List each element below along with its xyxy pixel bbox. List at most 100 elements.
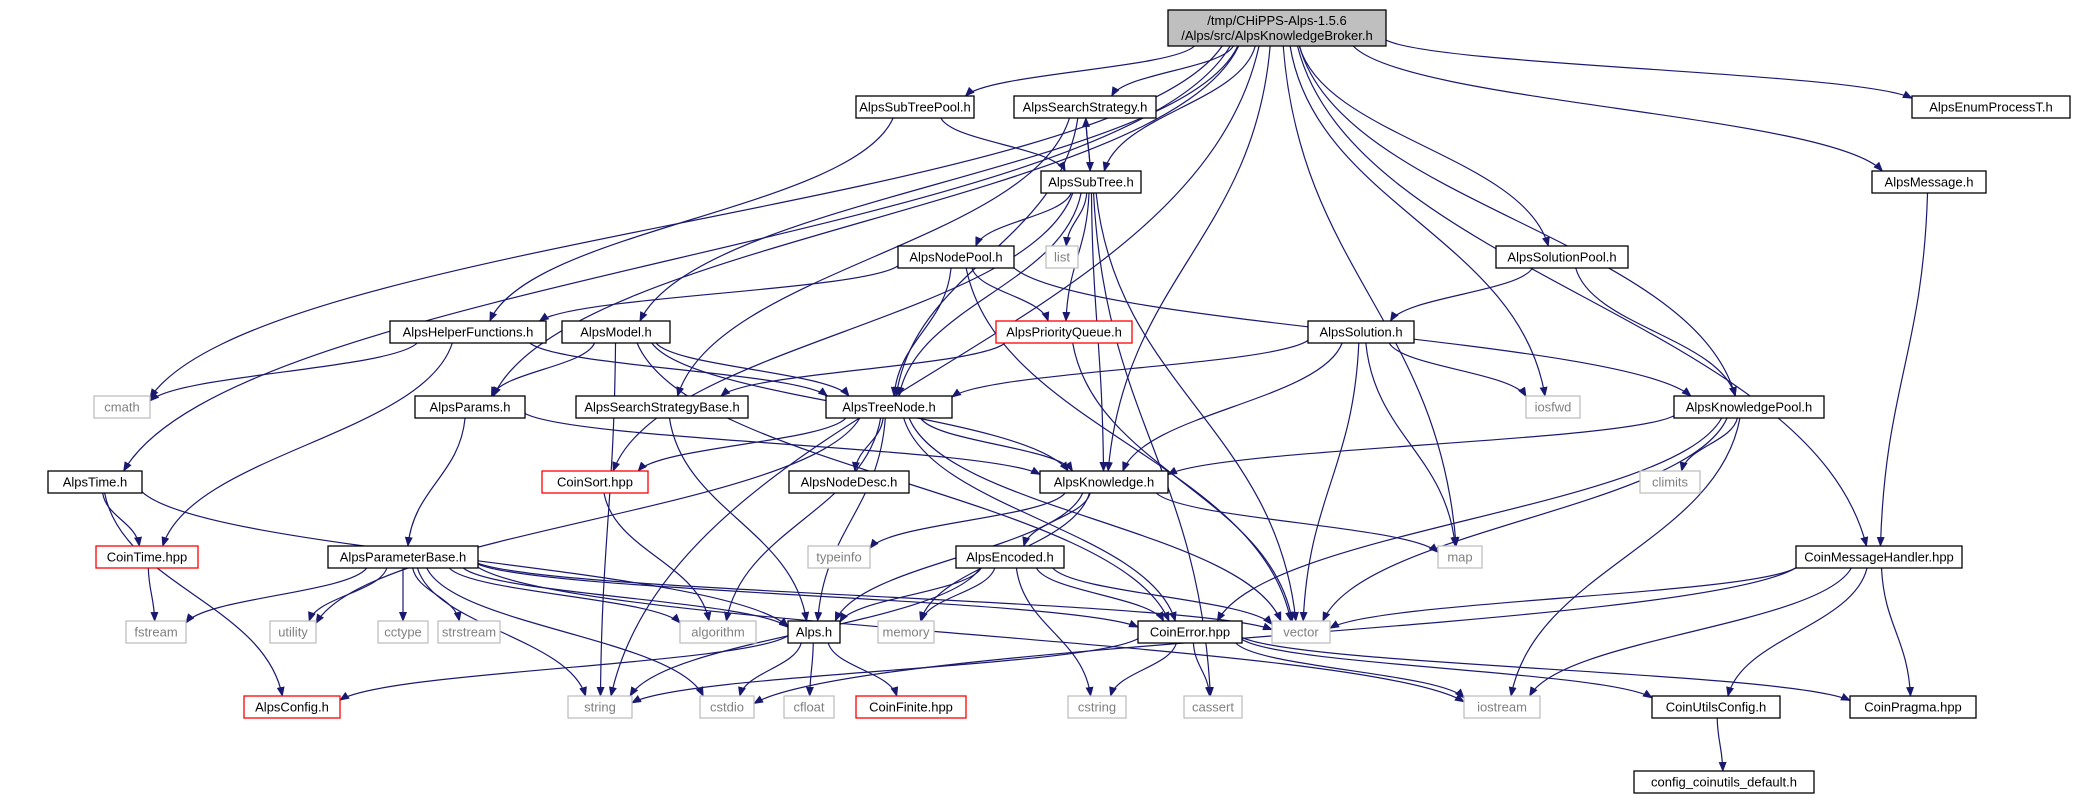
- edge-line: [975, 192, 1072, 247]
- edge-line: [1063, 192, 1088, 247]
- node-strstream[interactable]: strstream: [437, 620, 501, 644]
- edge-line: [940, 117, 1066, 172]
- edge-subtreepool-to-subtree: [940, 117, 1066, 172]
- node-parambase[interactable]: AlpsParameterBase.h: [327, 545, 479, 569]
- edge-line: [920, 417, 1074, 472]
- node-cfloat[interactable]: cfloat: [783, 695, 835, 719]
- node-helper[interactable]: AlpsHelperFunctions.h: [389, 320, 547, 344]
- node-coinfinite[interactable]: CoinFinite.hpp: [855, 695, 967, 719]
- node-string[interactable]: string: [567, 695, 633, 719]
- node-cmath[interactable]: cmath: [93, 395, 151, 419]
- node-model[interactable]: AlpsModel.h: [561, 320, 671, 344]
- node-searchstrategy[interactable]: AlpsSearchStrategy.h: [1013, 95, 1157, 119]
- node-iostream[interactable]: iostream: [1463, 695, 1541, 719]
- edge-parambase-to-coinerror: [477, 563, 1139, 628]
- node-time[interactable]: AlpsTime.h: [47, 470, 143, 494]
- node-utility[interactable]: utility: [269, 620, 317, 644]
- node-typeinfo[interactable]: typeinfo: [807, 545, 871, 569]
- edge-solution-to-map: [1365, 342, 1459, 547]
- node-cassert[interactable]: cassert: [1183, 695, 1243, 719]
- edge-line: [1235, 642, 1465, 699]
- node-utilsconfig[interactable]: CoinUtilsConfig.h: [1651, 695, 1781, 719]
- node-cmh[interactable]: CoinMessageHandler.hpp: [1795, 545, 1963, 569]
- edge-treenode-to-alps: [814, 417, 886, 622]
- edge-line: [814, 417, 886, 622]
- node-solutionpool[interactable]: AlpsSolutionPool.h: [1495, 245, 1629, 269]
- edge-line: [869, 492, 1066, 550]
- node-label: vector: [1283, 625, 1319, 640]
- node-iosfwd[interactable]: iosfwd: [1525, 395, 1581, 419]
- node-cstdio[interactable]: cstdio: [699, 695, 755, 719]
- edge-treenode-to-knowledge: [920, 417, 1074, 472]
- node-message[interactable]: AlpsMessage.h: [1871, 170, 1987, 194]
- edge-line: [1529, 567, 1852, 697]
- node-params[interactable]: AlpsParams.h: [414, 395, 526, 419]
- node-subtreepool[interactable]: AlpsSubTreePool.h: [855, 95, 975, 119]
- node-coinsort[interactable]: CoinSort.hpp: [541, 470, 649, 494]
- edge-line: [639, 45, 1239, 322]
- edge-line: [1679, 417, 1738, 472]
- edge-solution-to-treenode: [951, 339, 1309, 398]
- node-ssbase[interactable]: AlpsSearchStrategyBase.h: [575, 395, 749, 419]
- node-enumprocess[interactable]: AlpsEnumProcessT.h: [1911, 95, 2071, 119]
- node-alps[interactable]: Alps.h: [787, 620, 841, 644]
- edge-coinerror-to-cassert: [1192, 642, 1214, 697]
- node-pragma[interactable]: CoinPragma.hpp: [1849, 695, 1977, 719]
- node-alpsconfig[interactable]: AlpsConfig.h: [243, 695, 341, 719]
- node-label: list: [1054, 250, 1070, 265]
- edge-line: [1155, 492, 1439, 554]
- edge-line: [1388, 342, 1527, 398]
- edge-line: [1052, 567, 1273, 626]
- node-vector[interactable]: vector: [1271, 620, 1331, 644]
- edge-line: [603, 492, 712, 622]
- node-treenode[interactable]: AlpsTreeNode.h: [825, 395, 953, 419]
- node-box: [1137, 620, 1243, 644]
- edge-line: [668, 417, 810, 622]
- node-box: [567, 695, 633, 719]
- edge-line: [102, 492, 142, 547]
- node-map[interactable]: map: [1437, 545, 1483, 569]
- edge-line: [524, 412, 1041, 475]
- edge-time-to-alpsconfig: [104, 492, 285, 697]
- node-list[interactable]: list: [1045, 245, 1079, 269]
- edge-root-to-enumprocess: [1385, 39, 1913, 99]
- node-configdefault[interactable]: config_coinutils_default.h: [1633, 770, 1815, 794]
- node-knowledge[interactable]: AlpsKnowledge.h: [1039, 470, 1169, 494]
- node-box: [897, 245, 1015, 269]
- edge-line: [1876, 192, 1929, 547]
- node-nodedesc[interactable]: AlpsNodeDesc.h: [788, 470, 910, 494]
- node-memory[interactable]: memory: [877, 620, 935, 644]
- edge-line: [1092, 192, 1214, 697]
- node-fstream[interactable]: fstream: [125, 620, 187, 644]
- edge-parambase-to-utility: [308, 567, 388, 622]
- edge-line: [1167, 415, 1675, 476]
- node-cstring[interactable]: cstring: [1067, 695, 1127, 719]
- node-root[interactable]: /tmp/CHiPPS-Alps-1.5.6/Alps/src/AlpsKnow…: [1167, 9, 1387, 47]
- node-algorithm[interactable]: algorithm: [679, 620, 757, 644]
- edge-line: [965, 267, 1293, 622]
- node-box: [47, 470, 143, 494]
- node-solution[interactable]: AlpsSolution.h: [1307, 320, 1415, 344]
- node-cctype[interactable]: cctype: [377, 620, 429, 644]
- node-encoded[interactable]: AlpsEncoded.h: [955, 545, 1065, 569]
- edge-root-to-time: [123, 45, 1231, 472]
- node-kpool[interactable]: AlpsKnowledgePool.h: [1673, 395, 1825, 419]
- node-cointime[interactable]: CoinTime.hpp: [95, 545, 199, 569]
- edge-root-to-cmh: [1296, 45, 1869, 547]
- node-label: CoinTime.hpp: [107, 550, 187, 565]
- node-priorityqueue[interactable]: AlpsPriorityQueue.h: [995, 320, 1133, 344]
- node-subtree[interactable]: AlpsSubTree.h: [1040, 170, 1142, 194]
- node-nodepool[interactable]: AlpsNodePool.h: [897, 245, 1015, 269]
- edge-line: [404, 417, 466, 547]
- node-climits[interactable]: climits: [1639, 470, 1701, 494]
- node-label: cstdio: [710, 700, 744, 715]
- node-label: AlpsMessage.h: [1885, 175, 1974, 190]
- edge-line: [1299, 342, 1360, 622]
- edge-root-to-params: [492, 45, 1240, 397]
- edge-root-to-string: [609, 45, 1260, 697]
- edge-time-to-cointime: [102, 492, 142, 547]
- node-box: [125, 620, 187, 644]
- edge-line: [477, 566, 1465, 703]
- node-coinerror[interactable]: CoinError.hpp: [1137, 620, 1243, 644]
- edge-root-to-subtreepool: [964, 45, 1195, 97]
